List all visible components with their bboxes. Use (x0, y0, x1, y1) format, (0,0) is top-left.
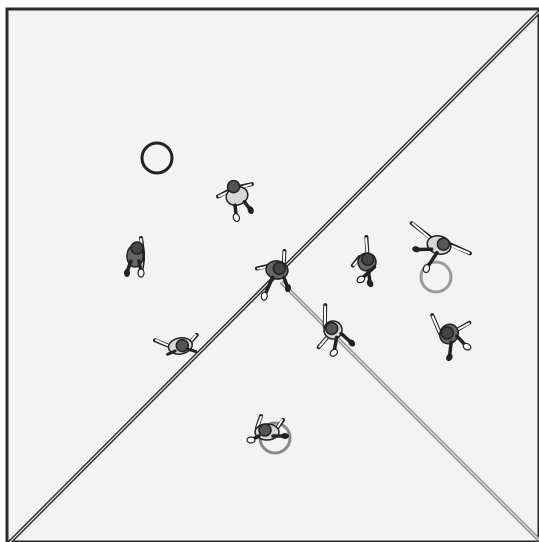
field-svg (0, 0, 539, 542)
drill-diagram (0, 0, 539, 542)
